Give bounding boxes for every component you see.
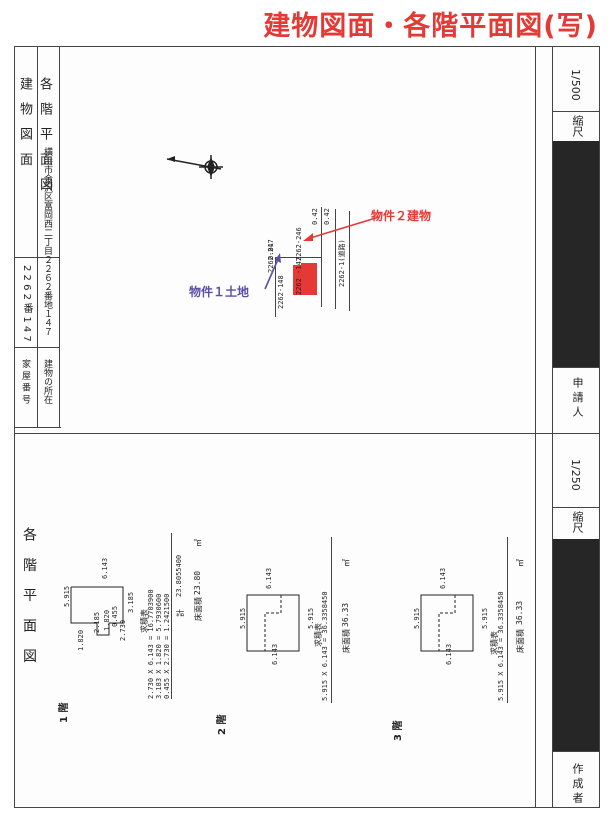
divider <box>535 433 536 807</box>
page-title: 建物図面・各階平面図(写) <box>263 11 598 42</box>
floor3-area-value: 36.33 <box>515 600 524 625</box>
divider <box>15 257 60 258</box>
floor1-formula-3: 0.455 X 2.730 = 1.2421500 <box>163 593 171 699</box>
divider <box>15 347 60 348</box>
floor1-label: 1 階 <box>59 702 70 723</box>
annotation-land1: 物件１土地 <box>189 285 250 299</box>
annotation-arrow-building <box>303 216 380 241</box>
redacted-block-bottom <box>553 539 599 751</box>
divider <box>553 507 599 508</box>
divider <box>37 47 38 427</box>
divider <box>553 433 599 434</box>
section-divider <box>15 433 553 434</box>
location-label: 建物の所在 <box>42 359 52 404</box>
floor1-plan <box>67 583 127 653</box>
floor2-area-value: 36.33 <box>341 602 350 627</box>
floor1-area-unit: ㎡ <box>194 539 203 547</box>
floor1-total-label: 計 <box>176 609 185 617</box>
scale-label-top: 縮尺 <box>571 115 584 137</box>
drawing-title-building: 建 物 図 面 <box>17 77 32 170</box>
annotation-building2: 物件２建物 <box>371 209 432 223</box>
lot-label-road: 2262-1(道路) <box>338 239 346 287</box>
site-plan <box>265 207 385 317</box>
north-arrow-icon <box>165 147 235 191</box>
floor3-formula: 5.915 X 6.143 = 36.3358450 <box>497 591 505 701</box>
floor2-area-label: 床面積 <box>342 629 351 653</box>
scale-label-bottom: 縮尺 <box>571 511 584 533</box>
divider <box>553 111 599 112</box>
divider <box>553 367 599 368</box>
drawing-sheet: 家 屋 番 号 2 2 6 2 番 1 4 7 建物の所在 横浜市金沢区富岡西二… <box>14 46 600 808</box>
scale-value-top: 1/500 <box>569 69 582 101</box>
applicant-label: 申 請 人 <box>571 377 584 417</box>
location-value: 横浜市金沢区富岡西二丁目２２６２番地１４７ <box>42 147 52 336</box>
floor3-area-unit: ㎡ <box>516 559 525 567</box>
floor3-plan <box>419 593 475 653</box>
floor2-formula: 5.915 X 6.143 = 36.3358450 <box>321 591 329 701</box>
house-number-label: 家 屋 番 号 <box>20 359 30 404</box>
lot-label-147: 2262 -147 <box>295 257 303 295</box>
divider <box>535 47 536 437</box>
floor3-label: 3 階 <box>393 720 404 741</box>
redacted-block-top <box>553 141 599 367</box>
floor1-formula-1: 2.730 X 6.143 = 16.7703900 <box>147 589 155 699</box>
floor3-area-label: 床面積 <box>516 629 525 653</box>
floor2-area-unit: ㎡ <box>342 559 351 567</box>
floor1-area-value: 23.80 <box>193 570 202 595</box>
house-number-value: 2 2 6 2 番 1 4 7 <box>21 265 32 342</box>
creator-label: 作 成 者 <box>571 763 584 803</box>
divider <box>15 427 61 428</box>
scale-value-bottom: 1/250 <box>569 459 582 491</box>
divider <box>553 751 599 752</box>
floor2-label: 2 階 <box>217 714 228 735</box>
floor-plan-title: 各 階 平 面 図 <box>21 527 37 669</box>
annotation-arrow-land <box>264 253 281 290</box>
floor2-plan <box>245 593 301 653</box>
floor1-formula-2: 3.183 X 1.820 = 5.7930600 <box>155 593 163 699</box>
right-info-strip: 1/500 縮尺 申 請 人 1/250 縮尺 作 成 者 <box>552 47 599 807</box>
divider <box>59 47 60 427</box>
floor1-area-label: 床面積 <box>194 597 203 621</box>
drawing-title-floors: 各 階 平 面 図 <box>37 77 52 195</box>
floor1-total-value: 23.8055400 <box>175 554 183 597</box>
